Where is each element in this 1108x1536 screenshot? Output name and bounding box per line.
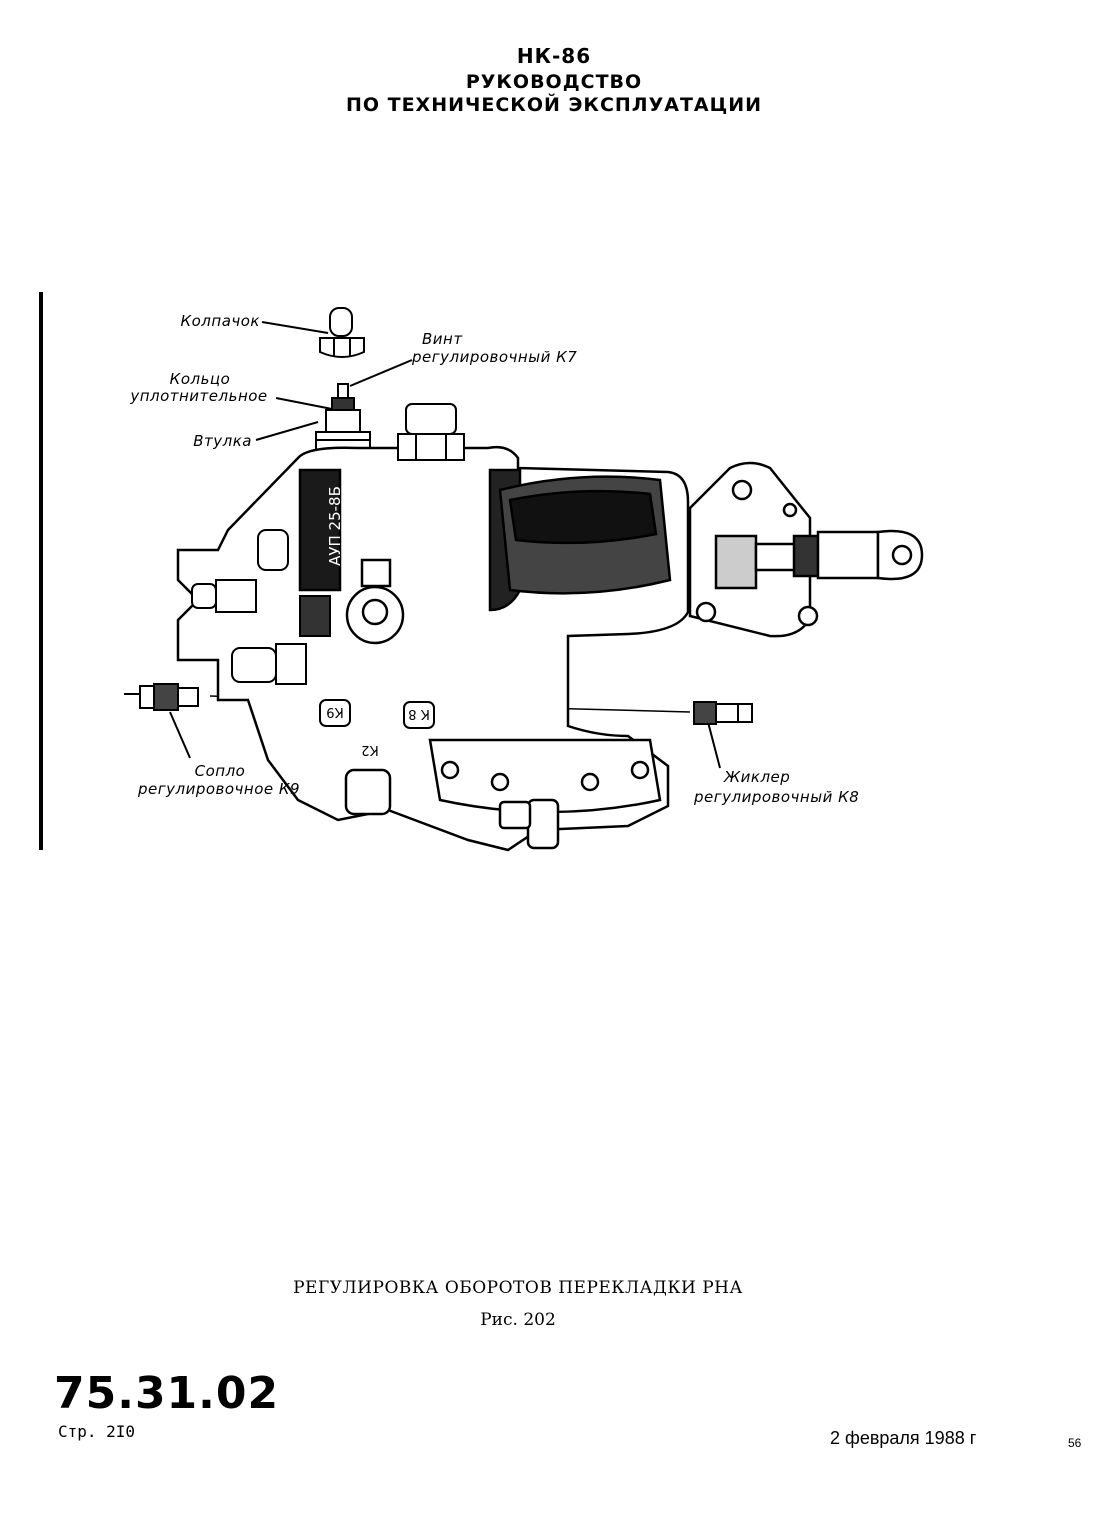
jet-k8-part (693, 701, 753, 725)
label-zhikler-line2: регулировочный К8 (694, 788, 860, 806)
label-kolpachok: Колпачок (180, 312, 260, 330)
marking-aup: АУП 25-8Б (326, 486, 344, 566)
adjusting-rod (714, 529, 924, 590)
nozzle-k9-part (139, 683, 199, 711)
marking-k9: К9 (326, 704, 344, 719)
label-vtulka: Втулка (193, 432, 252, 450)
label-zhikler-line1: Жиклер (724, 768, 791, 786)
revision-change-bar (39, 292, 43, 850)
label-soplo-line1: Сопло (194, 762, 246, 780)
label-vint-line2: регулировочный К7 (412, 348, 578, 366)
leader-zhikler (707, 721, 721, 769)
sheet-number: 56 (1068, 1436, 1082, 1450)
unit-illustration: АУП 25-8Б К9 К 8 К2 К3 (124, 307, 924, 852)
manual-subtitle: ПО ТЕХНИЧЕСКОЙ ЭКСПЛУАТАЦИИ (345, 94, 763, 116)
label-koltso-line1: Кольцо (169, 370, 231, 388)
leader-koltso (275, 397, 333, 410)
manual-title: РУКОВОДСТВО (465, 71, 643, 93)
manual-model-title: НК-86 (516, 44, 592, 68)
section-number: 75.31.02 (54, 1368, 280, 1419)
left-fittings (191, 529, 331, 685)
top-plug (397, 403, 465, 461)
label-soplo-line2: регулировочное К9 (138, 780, 301, 798)
figure-caption-title: РЕГУЛИРОВКА ОБОРОТОВ ПЕРЕКЛАДКИ РНА (293, 1278, 743, 1298)
marking-k3: К3 (283, 599, 298, 612)
label-koltso-line2: уплотнительное (130, 387, 268, 405)
revision-date: 2 февраля 1988 г (830, 1428, 977, 1448)
label-vint-line1: Винт (422, 330, 463, 348)
leader-soplo (169, 711, 191, 759)
leader-vtulka (255, 421, 319, 441)
body-markings: АУП 25-8Б К9 К 8 К2 К3 (283, 486, 435, 757)
marking-k2: К2 (361, 742, 379, 757)
page-number: Стр. 2I0 (58, 1422, 136, 1441)
cap-part (319, 307, 365, 358)
central-fitting (345, 558, 405, 645)
bottom-cover (344, 738, 662, 850)
leader-vint (349, 359, 413, 387)
leader-kolpachok (261, 321, 329, 334)
figure-number: Рис. 202 (480, 1310, 556, 1330)
marking-k8: К 8 (408, 706, 430, 721)
